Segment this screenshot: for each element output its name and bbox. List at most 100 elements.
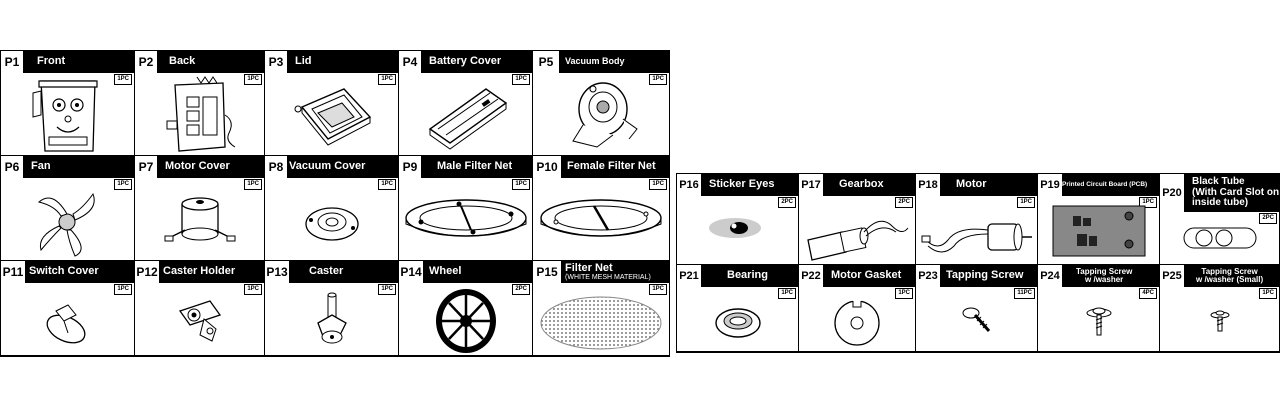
part-number: P17 [799,174,823,196]
part-number: P8 [265,156,287,178]
quantity-badge: 2PC [895,197,913,208]
quantity-badge: 1PC [378,74,396,85]
part-name: Wheel [429,265,462,278]
switch-cover-icon [46,304,85,344]
quantity-badge: 1PC [1259,288,1277,299]
part-card-p17: P17 Gearbox 2PC [798,173,916,265]
part-name: Caster [309,265,344,278]
part-number: P18 [916,174,940,196]
part-number: P24 [1038,265,1062,287]
part-name: Bearing [727,269,768,282]
sticker-eyes-icon [708,218,761,238]
part-card-p8: P8 Vacuum Cover 1PC [264,155,399,261]
part-card-p16: P16 Sticker Eyes 2PC [676,173,799,265]
quantity-badge: 2PC [778,197,796,208]
part-card-p21: P21 Bearing 1PC [676,264,799,352]
part-card-p3: P3 Lid 1PC [264,50,399,156]
part-number: P7 [135,156,157,178]
part-card-p4: P4 Battery Cover 1PC [398,50,533,156]
part-number: P13 [265,261,289,283]
part-card-p23: P23 Tapping Screw 11PC [915,264,1038,352]
part-card-p14: P14 Wheel 2PC [398,260,533,356]
quantity-badge: 1PC [778,288,796,299]
part-number: P6 [1,156,23,178]
part-card-p2: P2 Back 1PC [134,50,265,156]
part-note-line-2: inside tube) [1192,197,1249,209]
motor-icon [921,223,1032,253]
tapping-screw-icon [962,307,990,332]
caster-icon [316,292,347,344]
quantity-badge: 2PC [512,284,530,295]
part-card-p9: P9 Male Filter Net 1PC [398,155,533,261]
part-card-p5: P5 Vacuum Body 1PC [532,50,670,156]
part-name: Motor Gasket [831,269,902,282]
part-name: Switch Cover [29,265,99,278]
part-card-p24: P24 Tapping Screw w /washer 4PC [1037,264,1160,352]
quantity-badge: 4PC [1139,288,1157,299]
quantity-badge: 1PC [512,74,530,85]
quantity-badge: 1PC [649,284,667,295]
part-number: P25 [1160,265,1184,287]
female-filter-net-icon [540,199,662,237]
quantity-badge: 2PC [1259,213,1277,224]
part-number: P14 [399,261,423,283]
quantity-badge: 1PC [244,74,262,85]
quantity-badge: 1PC [244,284,262,295]
male-filter-net-icon [404,199,527,237]
part-number: P2 [135,51,157,73]
part-name: Sticker Eyes [709,178,775,191]
part-name: Caster Holder [163,265,236,278]
part-number: P12 [135,261,159,283]
part-card-p13: P13 Caster 1PC [264,260,399,356]
quantity-badge: 1PC [114,179,132,190]
screw-washer-icon [1086,307,1111,336]
part-note: w /washer [1085,275,1124,284]
part-name: Gearbox [839,178,884,191]
part-name: Vacuum Body [565,56,625,67]
part-name: Lid [295,55,312,68]
part-number: P1 [1,51,23,73]
vacuum-cover-icon [304,207,359,241]
quantity-badge: 1PC [512,179,530,190]
part-card-p12: P12 Caster Holder 1PC [134,260,265,356]
quantity-badge: 1PC [378,284,396,295]
bottom-rule-right [676,352,1280,353]
part-card-p6: P6 Fan 1PC [0,155,135,261]
quantity-badge: 1PC [649,179,667,190]
part-card-p1: P1 Front 1PC [0,50,135,156]
part-card-p15: P15 Filter Net (WHITE MESH MATERIAL) 1PC [532,260,670,356]
part-name: Filter Net [565,261,613,274]
part-name: Tapping Screw [1201,266,1258,276]
part-name: Vacuum Cover [289,160,366,173]
part-card-p11: P11 Switch Cover 1PC [0,260,135,356]
part-card-p20: P20 Black Tube (With Card Slot on inside… [1159,173,1280,265]
part-name: Motor [956,178,987,191]
part-name: Motor Cover [165,160,230,173]
part-number: P5 [533,51,559,73]
part-name: Back [169,55,196,68]
quantity-badge: 1PC [1139,197,1157,208]
lid-icon [294,88,371,146]
quantity-badge: 1PC [244,179,262,190]
caster-holder-icon [178,300,221,342]
part-number: P19 [1038,174,1062,196]
part-card-p22: P22 Motor Gasket 1PC [798,264,916,352]
screw-washer-small-icon [1210,310,1229,332]
part-note: w /washer (Small) [1196,275,1264,284]
back-housing-icon [166,76,235,152]
part-number: P23 [916,265,940,287]
filter-mesh-icon [540,296,662,350]
front-housing-icon [32,80,98,152]
bearing-icon [714,308,761,338]
part-name: Fan [31,160,51,173]
quantity-badge: 1PC [114,74,132,85]
part-number: P16 [677,174,701,196]
part-number: P10 [533,156,561,178]
part-card-p19: P19 Printed Circuit Board (PCB) 1PC [1037,173,1160,265]
part-number: P15 [533,261,561,283]
fan-icon [37,192,95,257]
vacuum-body-icon [572,82,638,148]
motor-gasket-icon [834,298,880,346]
part-name: Female Filter Net [567,160,656,173]
part-name: Battery Cover [429,55,502,68]
